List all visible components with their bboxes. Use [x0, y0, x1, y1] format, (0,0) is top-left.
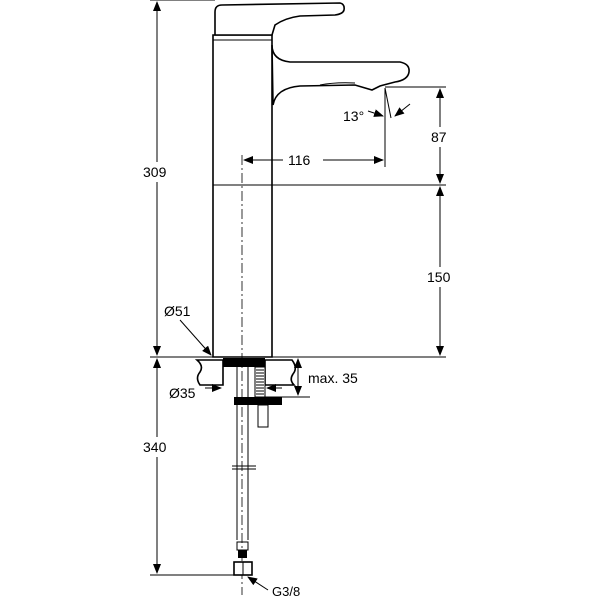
extension-lines	[150, 0, 446, 576]
dim-below-counter: 340	[143, 439, 167, 455]
dim-connection-thread: G3/8	[272, 584, 300, 599]
lever-handle	[214, 2, 345, 36]
dimension-lines	[153, 1, 444, 591]
faucet-body	[212, 34, 273, 358]
dim-body-height: 150	[427, 269, 451, 285]
mounting-nut	[234, 397, 282, 405]
dim-spout-reach: 116	[288, 152, 311, 168]
dim-body-diameter: Ø51	[164, 303, 191, 319]
dim-max-counter-thickness: max. 35	[308, 370, 358, 386]
counter-section	[194, 358, 297, 576]
spout	[271, 44, 410, 106]
dim-spout-angle: 13°	[343, 108, 364, 124]
dim-total-height: 309	[143, 164, 167, 180]
dim-spout-height: 87	[431, 129, 447, 145]
dim-hole-diameter: Ø35	[169, 385, 196, 401]
